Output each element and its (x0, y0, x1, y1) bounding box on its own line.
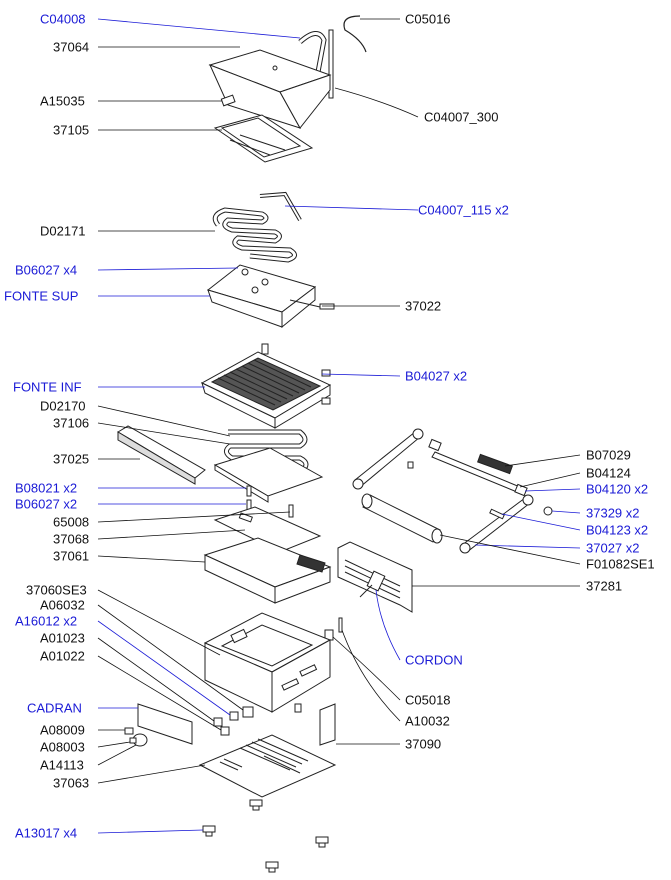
label-c04007-300: C04007_300 (424, 110, 498, 125)
label-37281: 37281 (586, 579, 622, 594)
label-a10032: A10032 (405, 714, 450, 729)
rod-c04007-300 (328, 29, 334, 99)
plate-fonte-sup (206, 264, 335, 329)
label-37022: 37022 (405, 299, 441, 314)
label-cordon: CORDON (405, 653, 463, 668)
heater-d02170 (224, 429, 309, 475)
part-drawings (117, 15, 553, 873)
knob-assembly (124, 727, 148, 747)
box-37060se3 (203, 612, 332, 713)
label-37329-x2: 37329 x2 (586, 506, 640, 521)
sidebar-37027-upper (352, 428, 424, 490)
dial-cadran (137, 703, 193, 745)
label-37090: 37090 (405, 737, 441, 752)
cover-37064 (208, 49, 332, 129)
plate-37063 (198, 734, 337, 798)
label-65008: 65008 (53, 515, 89, 530)
part-a01023 (213, 717, 223, 727)
label-d02170: D02170 (40, 399, 86, 414)
foot-a13017-4 (265, 861, 279, 873)
label-a14113: A14113 (40, 758, 84, 773)
label-a08009: A08009 (40, 723, 85, 738)
label-37027-x2: 37027 x2 (586, 541, 640, 556)
part-65008 (288, 504, 294, 518)
roller-f01082se1 (361, 493, 443, 544)
part-a06032 (242, 706, 254, 718)
label-a08003: A08003 (40, 740, 85, 755)
label-b04124: B04124 (586, 466, 631, 481)
foot-a13017-1 (249, 799, 263, 811)
label-a13017-x4: A13017 x4 (15, 826, 77, 841)
heater-d02171 (212, 207, 297, 263)
part-a01022 (220, 726, 230, 736)
wire-c05016 (343, 15, 367, 53)
label-37105: 37105 (53, 123, 89, 138)
bracket-37090 (319, 703, 336, 746)
part-a16012 (229, 711, 239, 721)
label-cadran: CADRAN (27, 701, 82, 716)
label-b07029: B07029 (586, 448, 631, 463)
label-37068: 37068 (53, 532, 89, 547)
rail-37025 (117, 425, 206, 485)
label-b08021-x2: B08021 x2 (15, 481, 77, 496)
screw-b08021 (246, 485, 252, 497)
part-b04120 (428, 438, 442, 452)
foot-a13017-3 (315, 836, 329, 848)
foot-a13017-2 (202, 825, 216, 837)
label-a01023: A01023 (40, 631, 85, 646)
label-c05018: C05018 (405, 693, 451, 708)
label-c05016: C05016 (405, 12, 451, 27)
label-b06027-x2: B06027 x2 (15, 497, 77, 512)
label-37064: 37064 (53, 40, 89, 55)
label-37063: 37063 (53, 776, 89, 791)
label-b04027-x2: B04027 x2 (405, 369, 467, 384)
washer-37329 (543, 506, 553, 516)
label-37106: 37106 (53, 416, 89, 431)
label-c04008: C04008 (40, 12, 86, 27)
label-b04120-x2: B04120 x2 (586, 482, 648, 497)
label-fonte-sup: FONTE SUP (4, 289, 78, 304)
pin-b04123 (489, 508, 505, 520)
label-f01082se1: F01082SE1 (586, 557, 655, 572)
label-a01022: A01022 (40, 649, 85, 664)
label-37060se3: 37060SE3 (26, 583, 87, 598)
sidebar-37027-lower (459, 494, 534, 554)
label-d02171: D02171 (40, 224, 86, 239)
connector-cordon (359, 570, 386, 598)
label-37025: 37025 (53, 452, 89, 467)
leader-lines (97, 18, 581, 834)
spring-b07029 (477, 453, 513, 475)
label-c04007-115-x2: C04007_115 x2 (418, 203, 509, 218)
label-37061: 37061 (53, 549, 89, 564)
label-a06032: A06032 (40, 598, 85, 613)
label-a16012-x2: A16012 x2 (15, 614, 77, 629)
label-b06027-x4: B06027 x4 (15, 263, 77, 278)
part-a15035 (220, 94, 236, 107)
label-b04123-x2: B04123 x2 (586, 523, 648, 538)
bracket-37105 (213, 114, 314, 163)
tray-37061 (203, 537, 332, 604)
plate-fonte-inf (200, 343, 332, 429)
label-fonte-inf: FONTE INF (13, 380, 82, 395)
part-a10032 (338, 617, 343, 633)
reflector-37106 (213, 447, 324, 503)
label-a15035: A15035 (40, 94, 85, 109)
